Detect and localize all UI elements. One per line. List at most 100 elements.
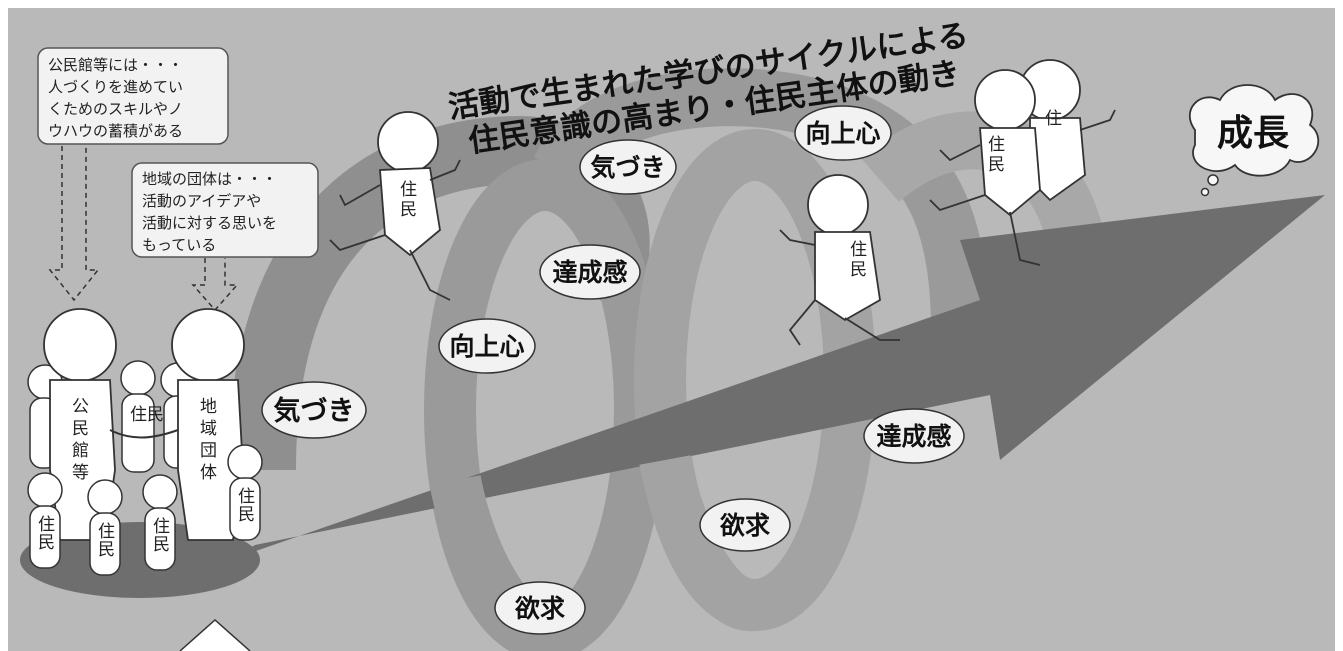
bg-resident-label: 住民	[130, 405, 164, 425]
label-oval	[863, 408, 965, 464]
callout-kominkan-box	[37, 47, 229, 145]
callout-chiiki: 地域の団体は・・・ 活動のアイデアや 活動に対する思いを もっている	[131, 162, 319, 312]
runner-leg-icon	[409, 249, 451, 301]
cycle-label-yokkyu-1: 欲求	[494, 581, 586, 635]
spiral-front-2	[639, 454, 759, 632]
cycle-label-kizuki-2-text: 気づき	[590, 153, 665, 182]
runner-1-label: 住民	[400, 180, 417, 220]
runner-arm-icon	[339, 184, 381, 207]
runner-head-icon	[974, 69, 1036, 131]
cycle-label-kojoshin-1: 向上心	[438, 318, 536, 374]
cycle-label-yokkyu-2-text: 欲求	[719, 511, 770, 540]
callout-chiiki-line-3: 活動に対する思いを	[142, 214, 277, 232]
front-resident-label-2: 住民	[98, 522, 115, 560]
kominkan-label-char-2: 民	[72, 419, 89, 439]
label-oval	[261, 381, 367, 439]
chiiki-label-char-1: 地	[200, 397, 217, 417]
callout-kominkan-line-3: くためのスキルやノ	[48, 100, 183, 118]
cycle-label-kojoshin-2-text: 向上心	[805, 119, 880, 148]
front-resident-label-1: 住民	[38, 515, 55, 553]
chiiki-label-char-4: 体	[200, 463, 217, 483]
thought-dot-icon	[1200, 187, 1210, 197]
label-oval	[539, 244, 641, 300]
kominkan-label-char-1: 公	[72, 397, 89, 417]
runner-arm-icon	[939, 144, 981, 162]
label-oval	[438, 318, 536, 374]
cycle-label-yokkyu-2: 欲求	[699, 498, 791, 552]
resident-head-icon	[227, 444, 263, 480]
resident-body-icon	[229, 477, 261, 541]
callout-kominkan: 公民館等には・・・ 人づくりを進めてい くためのスキルやノ ウハウの蓄積がある	[37, 47, 229, 302]
cycle-label-kojoshin-1-text: 向上心	[449, 332, 524, 361]
runner-leg-icon	[1009, 211, 1041, 266]
bottom-tab-icon	[179, 618, 251, 651]
callout-chiiki-line-2: 活動のアイデアや	[142, 192, 261, 210]
runner-leg-icon	[788, 299, 816, 346]
runner-arm-icon	[779, 229, 816, 246]
runner-head-icon	[807, 174, 869, 236]
chiiki-figure-body-icon	[177, 379, 244, 541]
resident-body-icon	[89, 512, 121, 576]
resident-body-icon	[144, 507, 176, 571]
runner-leg-icon	[929, 194, 986, 212]
chiiki-figure-label: 地 域 団 体	[200, 397, 222, 483]
growth-thought-bubble: 成長	[1188, 84, 1320, 197]
callout-chiiki-line-1: 地域の団体は・・・	[142, 170, 277, 188]
runner-arm-icon	[429, 159, 461, 181]
label-oval	[699, 498, 791, 552]
cycle-label-yokkyu-1-text: 欲求	[514, 594, 565, 623]
runner-4-label: 住	[1045, 109, 1062, 129]
runner-arm-icon	[1079, 109, 1116, 131]
resident-body-icon	[29, 505, 61, 569]
label-oval	[794, 105, 892, 161]
runner-3	[929, 59, 1116, 266]
kominkan-figure-head-icon	[43, 308, 117, 382]
resident-body-icon	[121, 393, 155, 473]
runner-body-icon	[379, 167, 441, 257]
cycle-label-kizuki-1-text: 気づき	[274, 395, 355, 427]
chiiki-label-char-3: 団	[200, 441, 217, 461]
runner-1	[329, 111, 461, 301]
runner-head-icon	[377, 111, 439, 173]
front-resident-label-4: 住民	[238, 487, 255, 525]
handshake-icon	[109, 429, 179, 439]
runner-3-label: 住民	[988, 135, 1005, 175]
resident-head-icon	[120, 360, 156, 396]
callout-kominkan-line-4: ウハウの蓄積がある	[48, 122, 183, 140]
callout-chiiki-box	[131, 162, 319, 258]
cycle-label-kizuki-2: 気づき	[579, 139, 677, 195]
callout-chiiki-line-4: もっている	[142, 236, 216, 254]
kominkan-label-char-4: 等	[72, 463, 89, 483]
resident-head-icon	[87, 479, 123, 515]
runner-2	[779, 174, 900, 346]
callout-kominkan-arrow-icon	[48, 146, 100, 302]
chiiki-label-char-2: 域	[200, 419, 217, 439]
community-group: 公 民 館 等 地 域 団 体 住民 住民 住民	[20, 308, 263, 598]
kominkan-label-char-3: 館	[72, 441, 89, 461]
runner-body-icon	[814, 231, 881, 322]
cycle-label-kizuki-1: 気づき	[261, 381, 367, 439]
cycle-label-tasseikan-1-text: 達成感	[552, 258, 627, 287]
thought-dot-icon	[1207, 174, 1219, 186]
group-ground-shadow	[20, 522, 260, 598]
resident-head-icon	[27, 472, 63, 508]
main-growth-arrow	[230, 195, 1325, 560]
growth-cloud-icon	[1188, 84, 1320, 177]
cycle-label-tasseikan-1: 達成感	[539, 244, 641, 300]
front-resident-label-3: 住民	[153, 517, 170, 555]
callout-kominkan-line-2: 人づくりを進めてい	[48, 78, 183, 96]
kominkan-figure-label: 公 民 館 等	[72, 397, 94, 483]
resident-head-icon	[142, 474, 178, 510]
callout-kominkan-line-1: 公民館等には・・・	[48, 56, 183, 74]
growth-label: 成長	[1217, 113, 1290, 154]
label-oval	[579, 139, 677, 195]
runner-2-label: 住民	[850, 240, 867, 280]
cycle-label-tasseikan-2-text: 達成感	[876, 422, 951, 451]
cycle-label-tasseikan-2: 達成感	[863, 408, 965, 464]
cycle-label-kojoshin-2: 向上心	[794, 105, 892, 161]
runner-leg-icon	[844, 317, 900, 341]
runner-body-icon	[979, 127, 1041, 217]
runner-leg-icon	[329, 234, 386, 252]
